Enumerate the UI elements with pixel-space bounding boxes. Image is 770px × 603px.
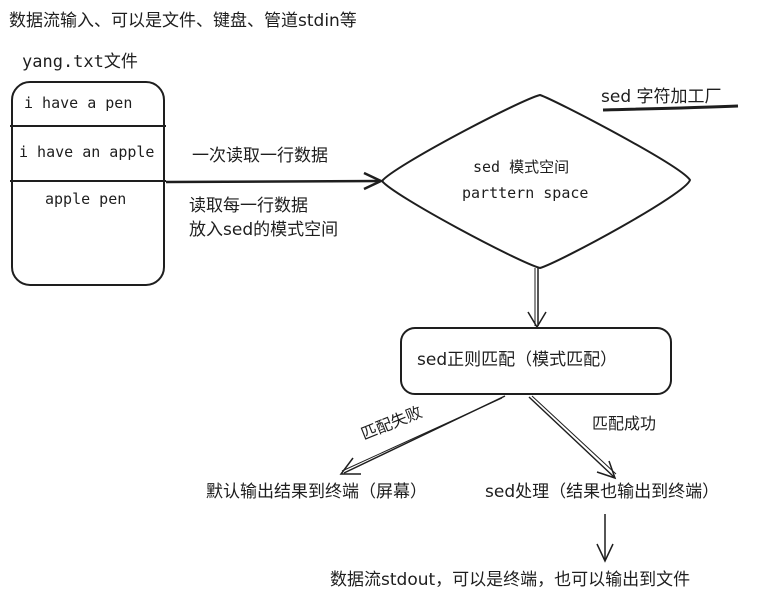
pattern-space-diamond <box>380 93 692 270</box>
match-box <box>400 327 672 395</box>
file-line-1: i have a pen <box>24 94 133 112</box>
success-arrow-line <box>528 396 615 478</box>
fail-arrow-head <box>339 457 361 475</box>
stdout-text: 数据流stdout，可以是终端，也可以输出到文件 <box>330 570 691 590</box>
header-text: 数据流输入、可以是文件、键盘、管道stdin等 <box>9 11 357 31</box>
match-box-label: sed正则匹配（模式匹配） <box>417 350 618 370</box>
edge-read-bottom-line1: 读取每一行数据 <box>189 196 308 216</box>
success-result: sed处理（结果也输出到终端） <box>485 482 720 502</box>
success-label: 匹配成功 <box>592 414 657 433</box>
success-arrow-head <box>596 460 617 480</box>
file-box-label: yang.txt文件 <box>22 52 138 72</box>
factory-underline <box>602 104 739 112</box>
edge-read-bottom-line2: 放入sed的模式空间 <box>189 220 339 240</box>
success-arrow-line-2 <box>531 395 617 475</box>
stdout-arrow-head <box>596 543 614 563</box>
diamond-to-match-head <box>527 311 547 329</box>
pattern-space-line2: parttern space <box>462 184 589 202</box>
fail-result: 默认输出结果到终端（屏幕） <box>206 482 427 502</box>
read-arrow-line <box>165 179 381 184</box>
file-line-2: i have an apple <box>19 143 155 161</box>
factory-label: sed 字符加工厂 <box>601 87 722 107</box>
fail-arrow-line-2 <box>341 397 503 472</box>
file-line-3: apple pen <box>45 190 127 208</box>
edge-read-top-label: 一次读取一行数据 <box>192 146 328 166</box>
file-box <box>11 81 165 286</box>
pattern-space-line1: sed 模式空间 <box>473 158 570 176</box>
